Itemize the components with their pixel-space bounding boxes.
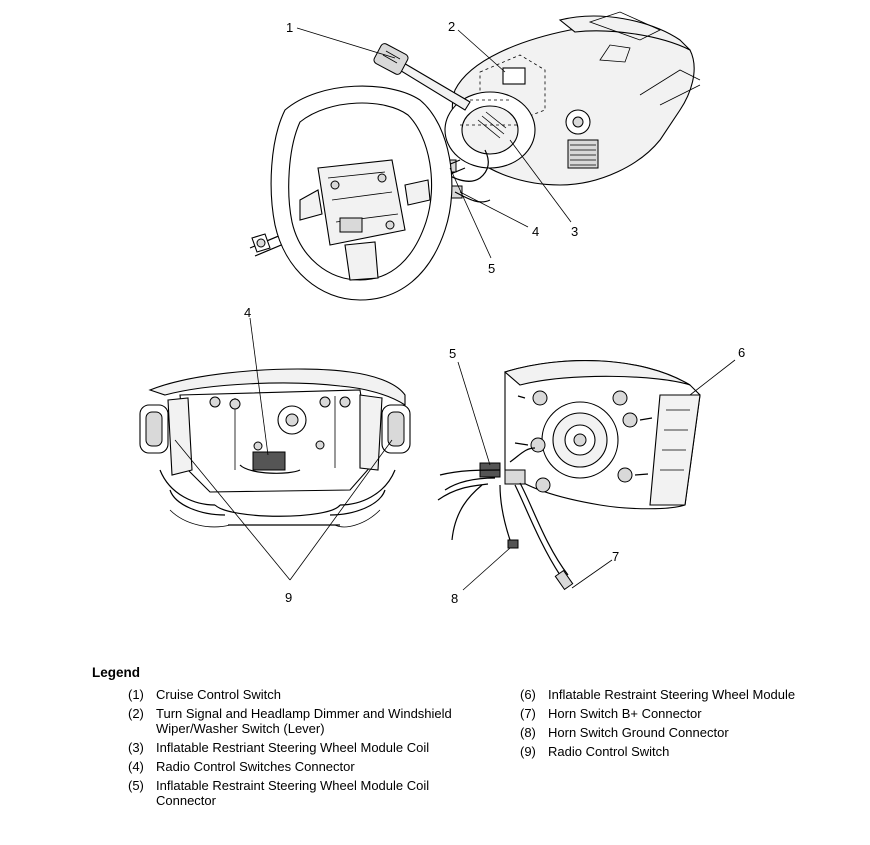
legend-number: (8) [520,725,536,740]
bottom-left-callouts: 4 9 [174,305,393,605]
legend-number: (4) [128,759,144,774]
legend-number: (7) [520,706,536,721]
legend-number: (1) [128,687,144,702]
legend-item: (8) Horn Switch Ground Connector [520,725,860,740]
callout-3: 3 [571,224,578,239]
legend-item: (1) Cruise Control Switch [128,687,468,702]
airbag-module-view [437,359,701,591]
steering-wheel [251,85,453,301]
legend-item: (6) Inflatable Restraint Steering Wheel … [520,687,860,702]
top-callouts: 1 2 3 4 5 [286,19,578,276]
wheel-rear-view [139,368,411,528]
legend-text: Radio Control Switches Connector [156,759,355,774]
callout-1: 1 [286,20,293,35]
legend-item: (4) Radio Control Switches Connector [128,759,468,774]
callout-8: 8 [451,591,458,606]
legend-title: Legend [92,665,141,680]
steering-wheel-diagram: 1 2 3 4 5 [139,11,745,606]
legend-item: (9) Radio Control Switch [520,744,860,759]
legend-item: (5) Inflatable Restraint Steering Wheel … [128,778,468,808]
cruise-control-switch [373,43,409,75]
legend-text: Inflatable Restraint Steering Wheel Modu… [156,778,430,808]
callout-9: 9 [285,590,292,605]
legend-item: (7) Horn Switch B+ Connector [520,706,860,721]
legend-text: Cruise Control Switch [156,687,281,702]
callout-5-top: 5 [488,261,495,276]
legend-number: (6) [520,687,536,702]
legend-text: Horn Switch B+ Connector [548,706,702,721]
legend-item: (2) Turn Signal and Headlamp Dimmer and … [128,706,468,736]
legend-number: (5) [128,778,144,793]
callout-6: 6 [738,345,745,360]
callout-7: 7 [612,549,619,564]
legend-number: (9) [520,744,536,759]
hub-connector [339,217,363,233]
legend-left-column: (1) Cruise Control Switch (2) Turn Signa… [128,687,468,812]
bottom-right-callouts: 5 6 7 8 [449,345,745,606]
callout-4-bottom: 4 [244,305,251,320]
turn-signal-switch-body [502,67,526,85]
legend-right-column: (6) Inflatable Restraint Steering Wheel … [520,687,860,763]
legend-text: Horn Switch Ground Connector [548,725,729,740]
legend-text: Radio Control Switch [548,744,670,759]
horn-b-plus-connector [554,569,574,591]
callout-4-top: 4 [532,224,539,239]
legend: Legend (1) Cruise Control Switch (2) Tur… [0,660,870,845]
legend-number: (3) [128,740,144,755]
callout-5-bottom: 5 [449,346,456,361]
callout-2: 2 [448,19,455,34]
legend-item: (3) Inflatable Restriant Steering Wheel … [128,740,468,755]
horn-ground-connector [507,539,519,549]
legend-number: (2) [128,706,144,721]
legend-text: Inflatable Restriant Steering Wheel Modu… [156,740,430,755]
legend-text: Inflatable Restraint Steering Wheel Modu… [548,687,796,702]
column-vent [567,139,599,169]
legend-text: Turn Signal and Headlamp Dimmer and Wind… [156,706,452,736]
radio-control-connector [252,451,286,471]
